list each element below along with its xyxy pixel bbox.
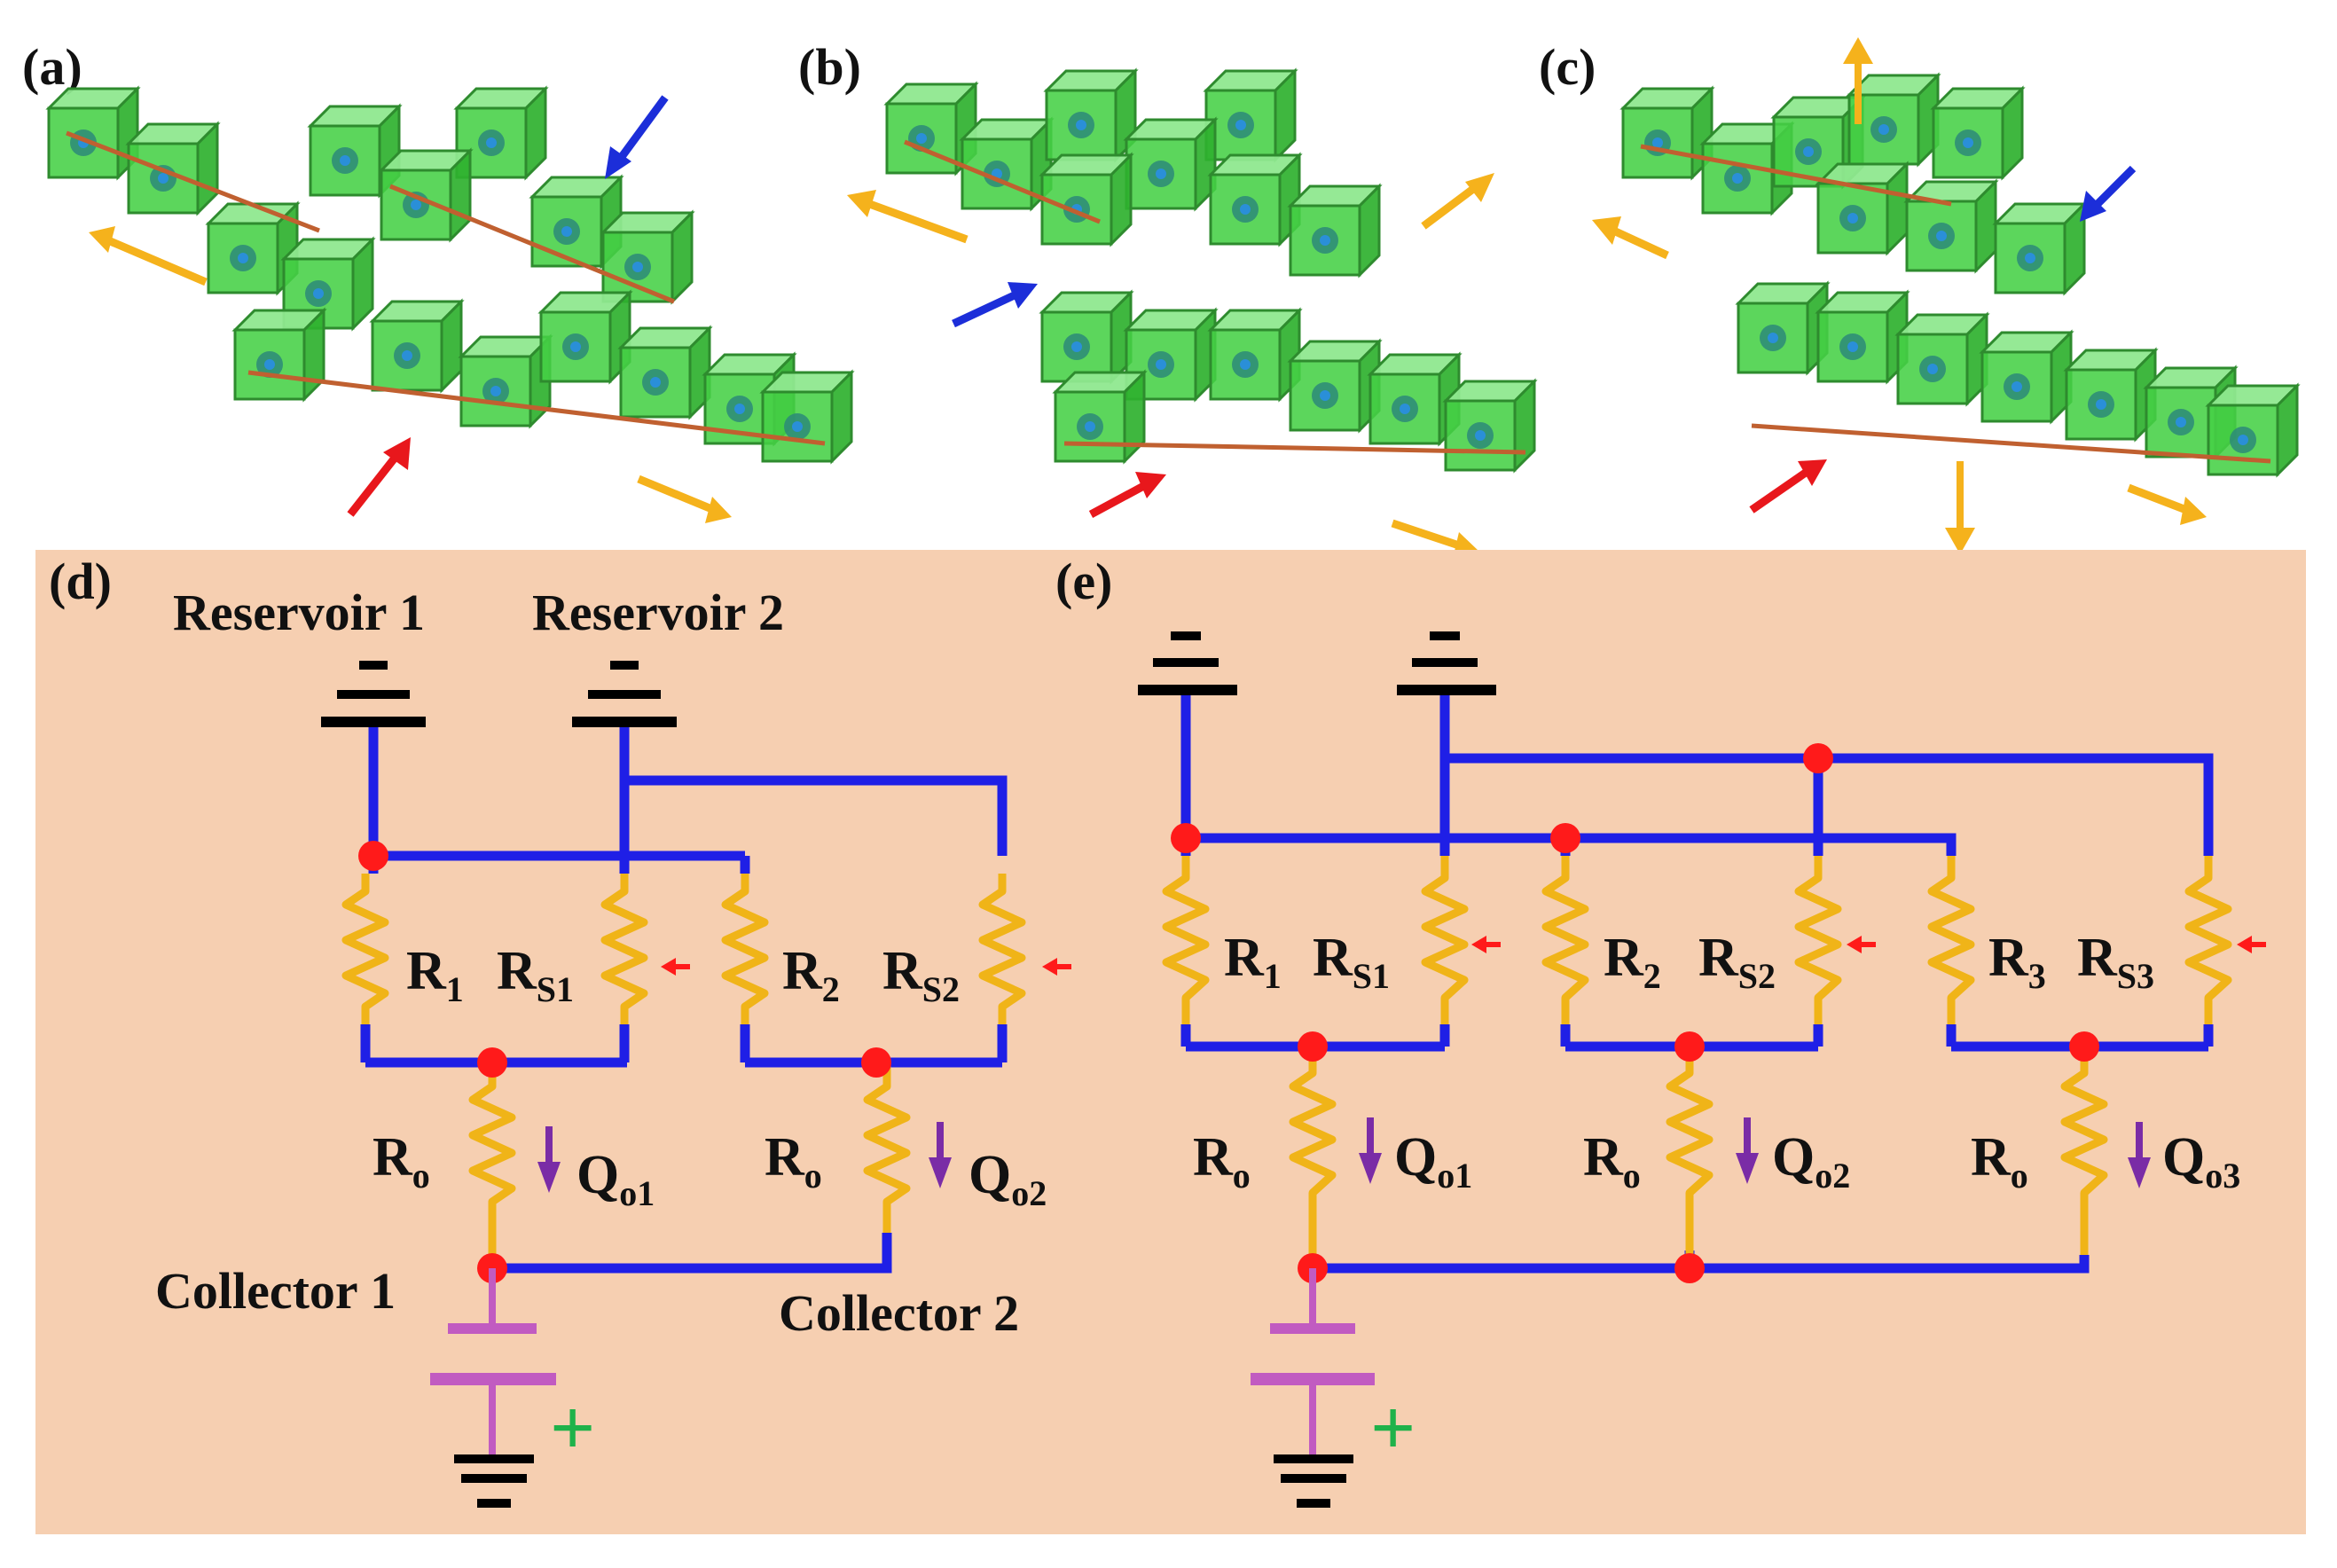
reservoir-2-label: Reservoir 2 — [532, 584, 784, 641]
reservoir-e2-ground-icon — [1397, 631, 1496, 695]
circuit-d-resistors — [341, 874, 1026, 1268]
cube-chain-a — [47, 87, 853, 463]
plus-icon-d: + — [550, 1384, 595, 1472]
arrow-red-b — [1088, 480, 1151, 518]
label-e-ro-1: Ro — [1193, 1127, 1251, 1196]
battery-e-icon — [1251, 1268, 1375, 1508]
panel-d: (d) Reservoir 1 Reservoir 2 — [49, 553, 1071, 1508]
label-e-qo2: Qo2 — [1772, 1127, 1850, 1196]
resistor-ro-2 — [863, 1062, 911, 1233]
panel-b: (b) — [798, 38, 1536, 559]
resistor-e-r3 — [1927, 856, 1975, 1024]
panel-e-label: (e) — [1055, 553, 1112, 610]
collector-2-label: Collector 2 — [779, 1284, 1019, 1342]
label-ro-1: Ro — [373, 1127, 430, 1196]
panel-c-label: (c) — [1539, 38, 1596, 96]
arrow-orange-b3 — [1391, 519, 1461, 550]
circuit-background — [35, 550, 2306, 1534]
label-e-ro-2: Ro — [1583, 1127, 1641, 1196]
label-rs1: RS1 — [497, 941, 574, 1009]
label-e-r2: R2 — [1604, 928, 1661, 996]
resistor-e-r2 — [1541, 856, 1589, 1024]
label-e-rs3: RS3 — [2077, 928, 2154, 996]
reservoir-e1-ground-icon — [1138, 631, 1237, 695]
circuit-d-small-arrows — [661, 958, 1071, 976]
panel-a-label: (a) — [22, 38, 82, 96]
battery-d-icon — [430, 1268, 556, 1508]
reservoir-1-ground-icon — [321, 661, 426, 727]
circuit-e-flow-arrows — [1359, 1117, 2151, 1188]
cube-cluster-b — [885, 69, 1536, 472]
label-ro-2: Ro — [765, 1127, 822, 1196]
resistor-e-rs1 — [1421, 856, 1469, 1024]
resistor-rs2 — [978, 874, 1026, 1024]
label-qo1: Qo1 — [576, 1145, 655, 1213]
resistor-e-r1 — [1162, 856, 1210, 1024]
circuit-d-flow-arrows — [537, 1122, 952, 1193]
panel-a: (a) — [22, 38, 853, 523]
resistor-r1 — [341, 874, 389, 1024]
reservoir-1-label: Reservoir 1 — [173, 584, 425, 641]
arrow-blue-b — [952, 288, 1022, 328]
circuit-e-small-arrows — [1471, 936, 2266, 953]
arrow-blue-a — [613, 95, 669, 167]
label-e-qo3: Qo3 — [2162, 1127, 2240, 1196]
label-e-rs2: RS2 — [1698, 928, 1776, 996]
arrow-blue-c — [2090, 165, 2137, 212]
plus-icon-e: + — [1370, 1384, 1416, 1472]
label-e-ro-3: Ro — [1971, 1127, 2028, 1196]
label-e-r1: R1 — [1224, 928, 1282, 996]
collector-1-label: Collector 1 — [155, 1262, 396, 1320]
panel-c: (c) — [1539, 37, 2299, 554]
label-e-r3: R3 — [1988, 928, 2046, 996]
label-r1: R1 — [406, 941, 464, 1009]
resistor-rs1 — [600, 874, 648, 1024]
panel-b-label: (b) — [798, 38, 861, 96]
resistor-e-ro-2 — [1666, 1047, 1714, 1268]
arrow-orange-b1 — [863, 198, 969, 244]
arrow-orange-c-left — [1608, 224, 1669, 260]
arrow-orange-a2 — [637, 474, 716, 514]
resistor-r2 — [721, 874, 769, 1024]
arrow-red-c — [1749, 466, 1812, 514]
arrow-orange-c-right — [2127, 483, 2188, 514]
label-r2: R2 — [782, 941, 840, 1009]
cube-cluster-c — [1621, 74, 2299, 476]
arrow-orange-a1 — [100, 233, 208, 286]
resistor-e-ro-1 — [1289, 1047, 1337, 1268]
reservoir-2-ground-icon — [572, 661, 677, 727]
resistor-e-ro-3 — [2060, 1047, 2108, 1255]
resistor-e-rs2 — [1794, 856, 1842, 1024]
label-e-rs1: RS1 — [1313, 928, 1390, 996]
panel-d-label: (d) — [49, 553, 112, 610]
label-e-qo1: Qo1 — [1394, 1127, 1472, 1196]
resistor-ro-1 — [468, 1062, 516, 1268]
resistor-e-rs3 — [2184, 856, 2232, 1024]
panel-e: (e) — [1055, 553, 2266, 1508]
circuit-e-junctions — [1171, 743, 2099, 1283]
label-qo2: Qo2 — [969, 1145, 1047, 1213]
circuit-e-resistors — [1162, 856, 2232, 1268]
arrow-orange-b2 — [1421, 183, 1479, 230]
arrow-red-a — [347, 450, 403, 517]
label-rs2: RS2 — [882, 941, 960, 1009]
